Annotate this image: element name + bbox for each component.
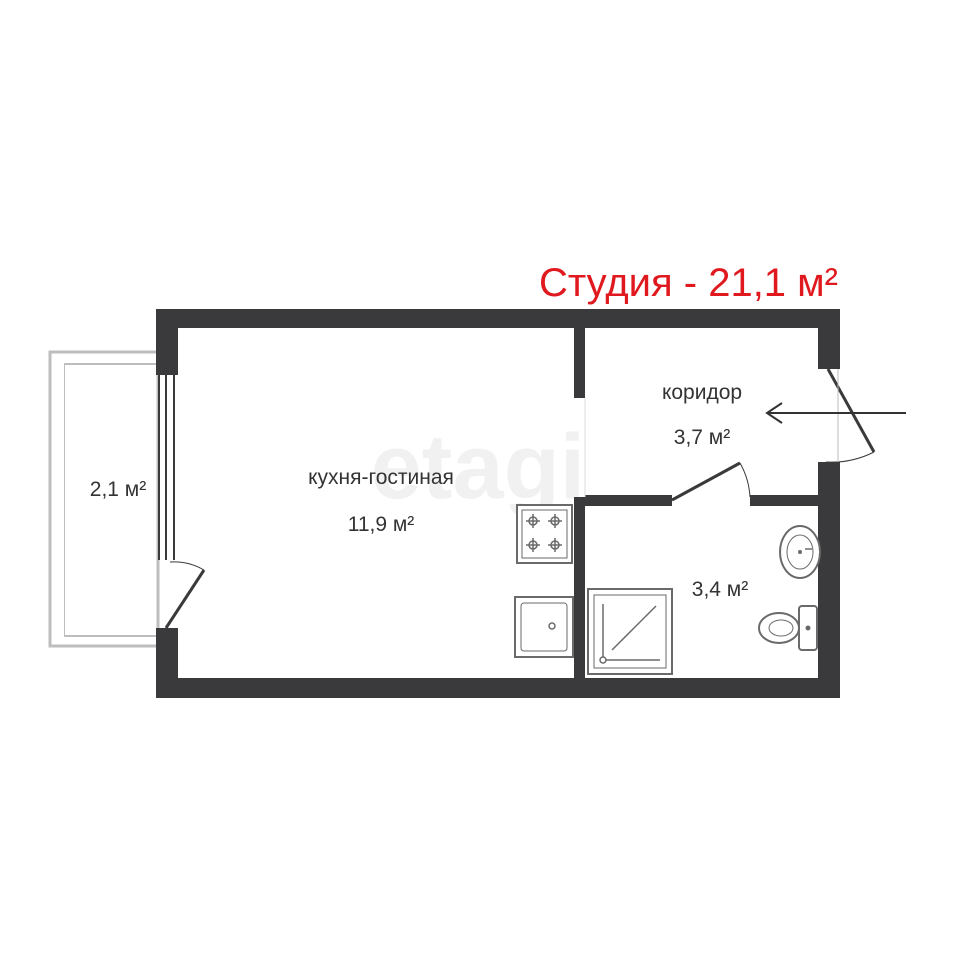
walls (156, 309, 840, 698)
sink-icon (514, 596, 574, 658)
room-area-bathroom: 3,4 м² (692, 578, 748, 601)
window (158, 375, 175, 560)
stove-icon (516, 504, 573, 564)
watermark: etagi (371, 416, 586, 518)
room-area-living: 11,9 м² (348, 513, 415, 536)
washbasin-icon (779, 525, 821, 579)
bathroom-door (671, 461, 751, 502)
shower-icon (587, 588, 673, 675)
toilet-icon (758, 605, 818, 651)
entrance-arrow-icon (765, 402, 906, 424)
balcony-door (164, 561, 206, 629)
room-area-balcony: 2,1 м² (90, 478, 146, 501)
entrance-door (825, 368, 876, 463)
room-area-corridor: 3,7 м² (674, 426, 730, 449)
plan-title: Студия - 21,1 м² (539, 261, 838, 305)
room-name-corridor: коридор (662, 381, 742, 404)
room-name-living: кухня-гостиная (308, 466, 454, 489)
